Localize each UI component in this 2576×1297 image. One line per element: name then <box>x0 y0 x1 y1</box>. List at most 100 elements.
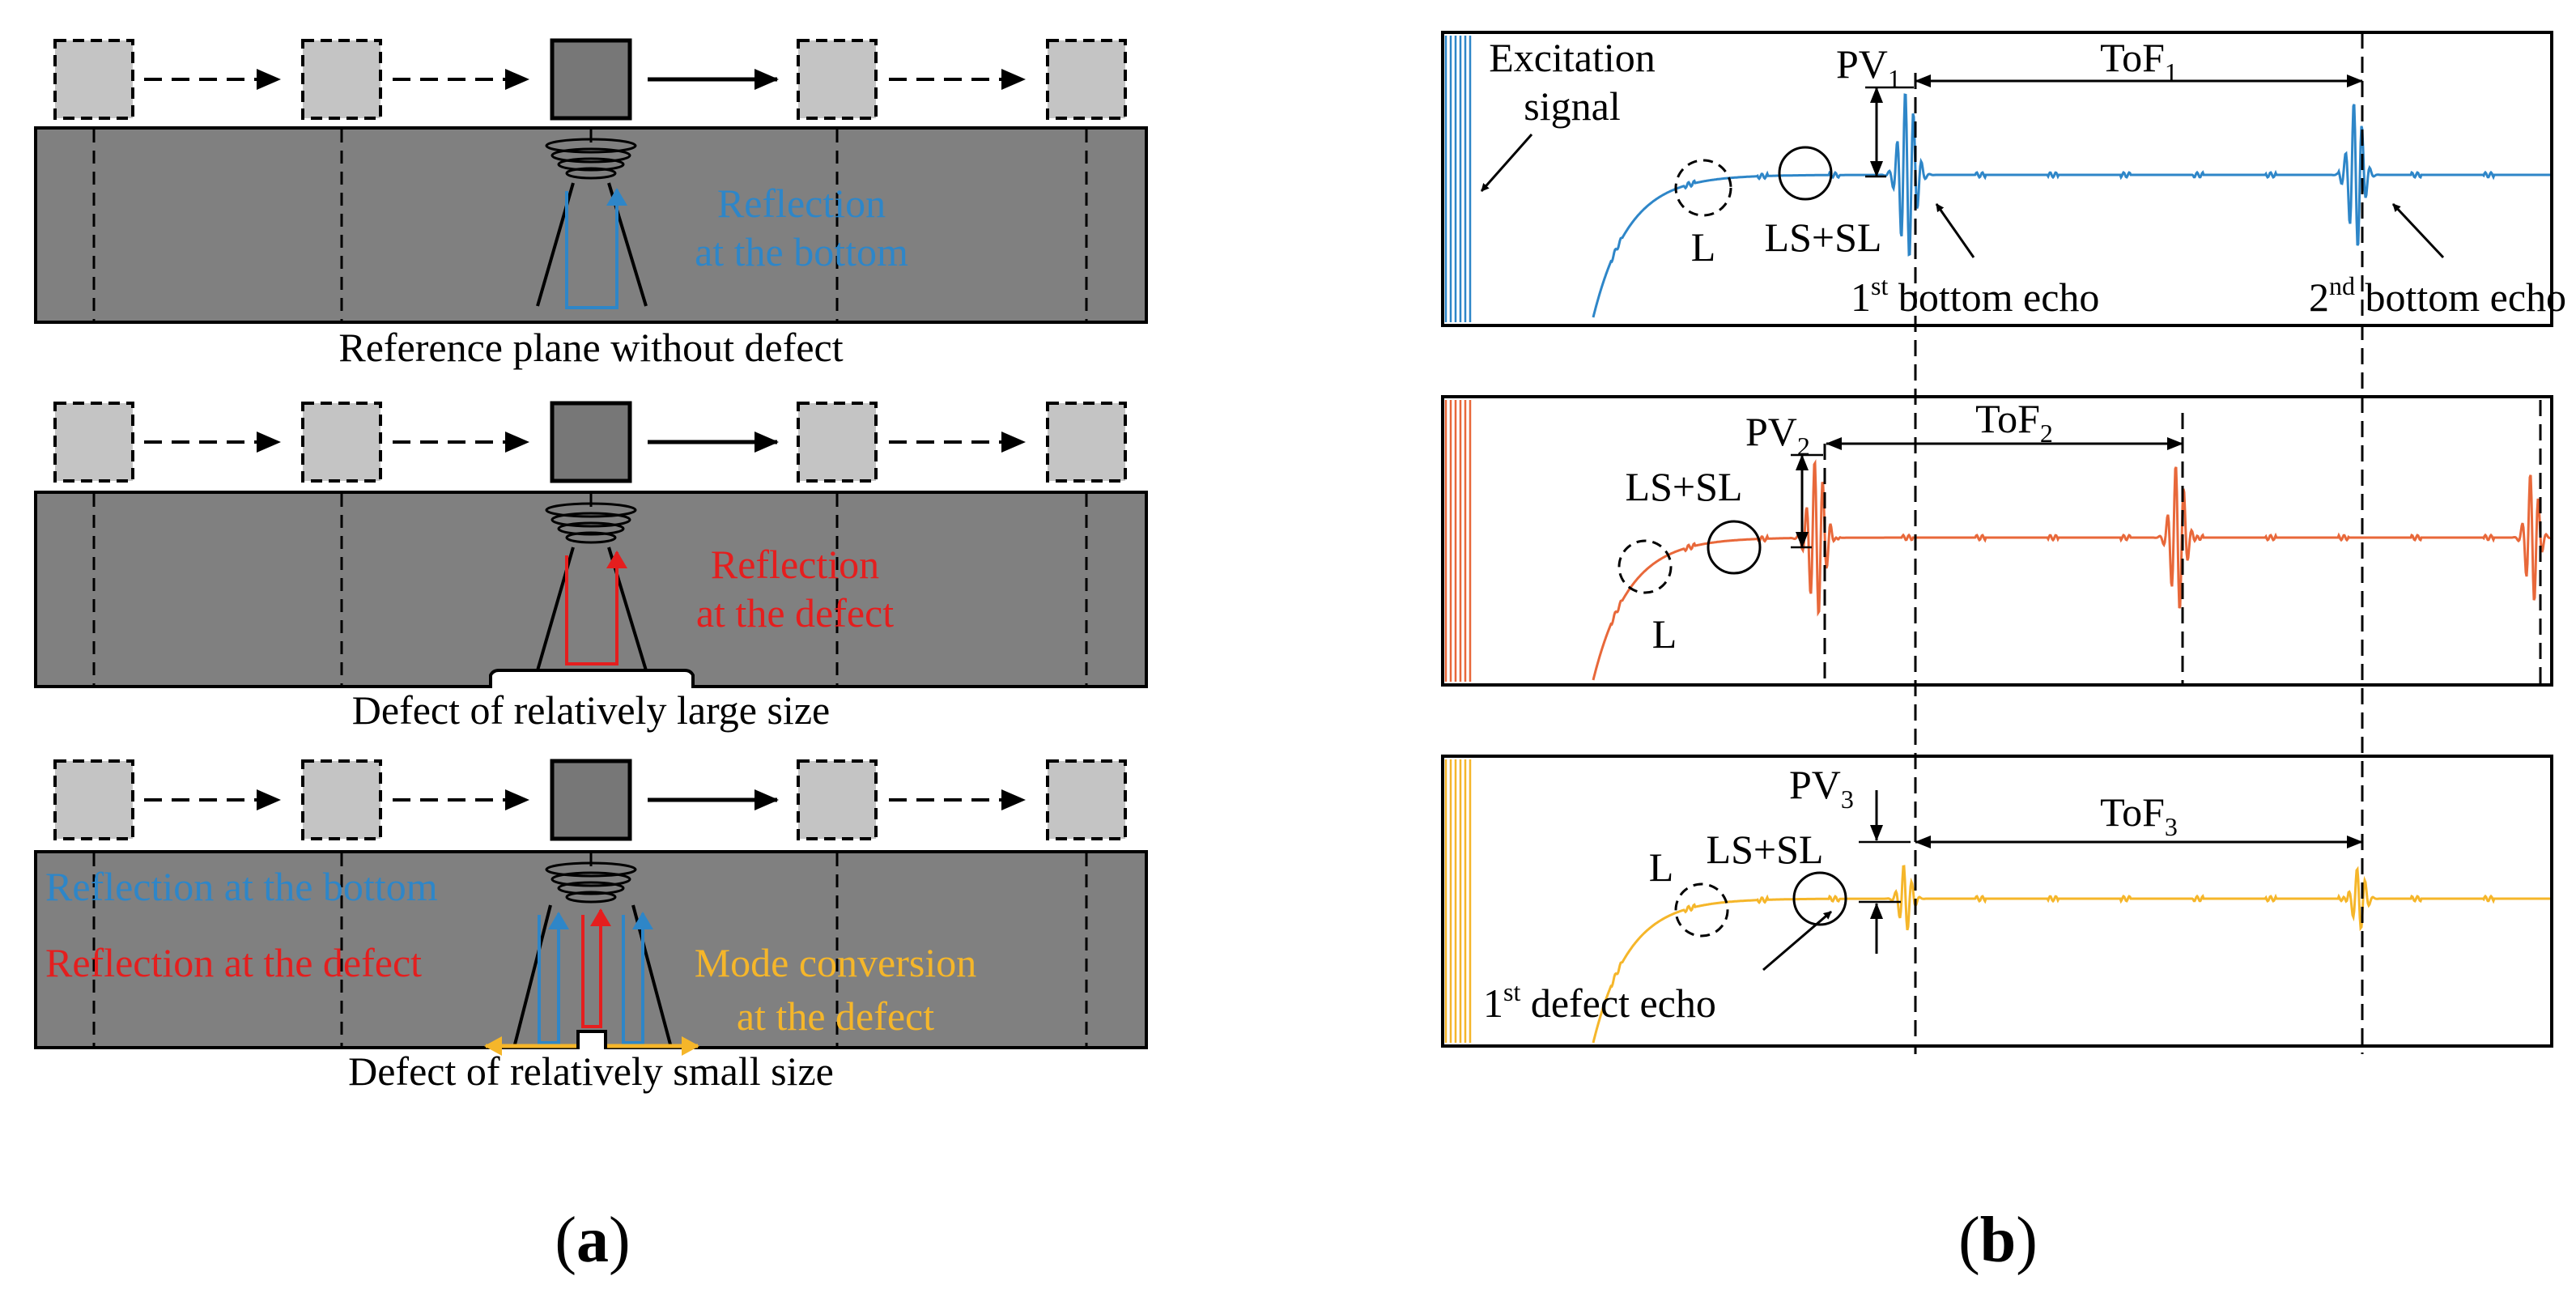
tile-row-3 <box>53 759 1127 841</box>
coil-icon <box>545 853 637 904</box>
pv-base: PV <box>1789 762 1841 807</box>
probe-tile-faded <box>797 402 878 483</box>
signal-box-2 <box>1441 395 2553 687</box>
defect-reflection-label: Reflection at the defect <box>45 940 422 985</box>
defect-reflection-path <box>581 908 611 1028</box>
LS-SL-label-3: LS+SL <box>1707 827 1824 872</box>
first-bottom-echo-label: 1st bottom echo <box>1851 271 2099 320</box>
tof-sub: 3 <box>2165 812 2178 841</box>
paren-close: ) <box>609 1205 631 1276</box>
first-num: 1 <box>1483 980 1503 1026</box>
echo-alignment-lines <box>1823 32 2542 1054</box>
mode-conversion-label-line2: at the defect <box>737 993 934 1039</box>
row-caption: Reference plane without defect <box>338 325 843 370</box>
ToF1-label: ToF1 <box>2100 35 2178 87</box>
L-marker-1 <box>1674 159 1732 217</box>
excitation-label-line2: signal <box>1524 83 1620 129</box>
tof-base: ToF <box>2100 35 2165 80</box>
reflection-label-line1: Reflection <box>717 181 886 226</box>
probe-tile-faded <box>301 39 382 120</box>
pv-sub: 1 <box>1888 64 1901 93</box>
tile-row-2 <box>53 401 1127 483</box>
L-label-1: L <box>1691 224 1716 270</box>
st-sup: st <box>1503 977 1520 1006</box>
L-label-2: L <box>1652 611 1677 657</box>
specimen-plate-large-defect <box>34 491 1148 688</box>
nd-sup: nd <box>2329 271 2355 300</box>
bottom-reflection-path-left <box>538 912 569 1044</box>
excitation-label-line1: Excitation <box>1489 35 1656 80</box>
row-caption: Defect of relatively large size <box>352 687 830 733</box>
tof-base: ToF <box>2100 789 2165 835</box>
probe-tile-faded <box>797 759 878 840</box>
tile-row-1 <box>53 38 1127 121</box>
specimen-plate <box>34 126 1148 324</box>
probe-tile-active <box>550 759 632 841</box>
probe-tile-faded <box>1046 39 1127 120</box>
tof-base: ToF <box>1975 396 2040 441</box>
LS-SL-marker-3 <box>1792 871 1847 926</box>
panel-a-row-3: Reflection at the bottom Reflection at t… <box>34 759 1148 1094</box>
panel-b: Excitation signal L LS+SL PV1 ToF1 1st b… <box>1441 31 2566 1276</box>
first-bottom-echo-pointer <box>1935 203 1975 258</box>
waveform-1 <box>1592 93 2550 318</box>
probe-tile-faded <box>301 759 382 840</box>
excitation-signal-1 <box>1444 36 1472 322</box>
scan-position-lines <box>92 853 1088 1046</box>
LS-SL-label-2: LS+SL <box>1626 464 1743 509</box>
panel-b-label: (b) <box>1958 1205 2038 1276</box>
pv-sub: 2 <box>1797 432 1810 461</box>
reflection-label-line2: at the bottom <box>695 229 908 274</box>
signal-box-1 <box>1441 31 2553 327</box>
mode-conversion-label-line1: Mode conversion <box>695 940 977 985</box>
paren-open: ( <box>1958 1205 1980 1276</box>
panel-letter: b <box>1980 1205 2017 1276</box>
LS-SL-marker-1 <box>1778 146 1833 201</box>
panel-a: Reflection at the bottom Reference plane… <box>34 38 1148 1276</box>
excitation-pointer <box>1480 134 1533 192</box>
pv-sub: 3 <box>1841 785 1854 814</box>
LS-SL-marker-2 <box>1707 520 1762 575</box>
echo-text: bottom echo <box>1888 274 2099 320</box>
excitation-signal-3 <box>1444 759 1472 1043</box>
first-defect-echo-pointer <box>1762 910 1832 972</box>
panel-letter: a <box>576 1205 609 1276</box>
bottom-reflection-label: Reflection at the bottom <box>45 864 438 909</box>
st-sup: st <box>1871 271 1888 300</box>
probe-tile-faded <box>53 759 134 840</box>
PV1-label: PV1 <box>1836 41 1901 93</box>
probe-tile-faded <box>1046 759 1127 840</box>
probe-tile-active <box>550 401 632 483</box>
panel-a-label: (a) <box>555 1205 630 1276</box>
scan-position-lines <box>92 494 1088 685</box>
L-label-3: L <box>1649 844 1674 890</box>
PV3-label: PV3 <box>1789 762 1854 814</box>
first-num: 1 <box>1851 274 1871 320</box>
probe-tile-active <box>550 38 632 121</box>
panel-a-row-1: Reflection at the bottom Reference plane… <box>34 38 1148 370</box>
probe-tile-faded <box>797 39 878 120</box>
scan-position-lines <box>92 130 1088 321</box>
panel-a-row-2: Reflection at the defect Defect of relat… <box>34 401 1148 733</box>
pv-base: PV <box>1745 409 1797 454</box>
second-num: 2 <box>2309 274 2329 320</box>
bottom-reflection-path <box>565 188 627 309</box>
second-bottom-echo-pointer <box>2391 202 2445 259</box>
tof-sub: 2 <box>2040 419 2053 448</box>
echo-text: bottom echo <box>2355 274 2566 320</box>
LS-SL-label-1: LS+SL <box>1765 215 1882 260</box>
row-caption: Defect of relatively small size <box>348 1048 834 1094</box>
tof-sub: 1 <box>2165 57 2178 87</box>
echo-text: defect echo <box>1520 980 1716 1026</box>
defect-reflection-path <box>565 551 627 666</box>
probe-tile-faded <box>53 402 134 483</box>
signal-box-3 <box>1441 755 2553 1048</box>
probe-tile-faded <box>1046 402 1127 483</box>
ToF3-label: ToF3 <box>2100 789 2178 841</box>
coil-icon <box>545 130 637 180</box>
specimen-plate-small-defect <box>34 850 1148 1049</box>
reflection-label-line2: at the defect <box>696 590 894 636</box>
waveform-2 <box>1592 459 2551 681</box>
excitation-signal-2 <box>1444 400 1472 682</box>
pv-base: PV <box>1836 41 1888 87</box>
